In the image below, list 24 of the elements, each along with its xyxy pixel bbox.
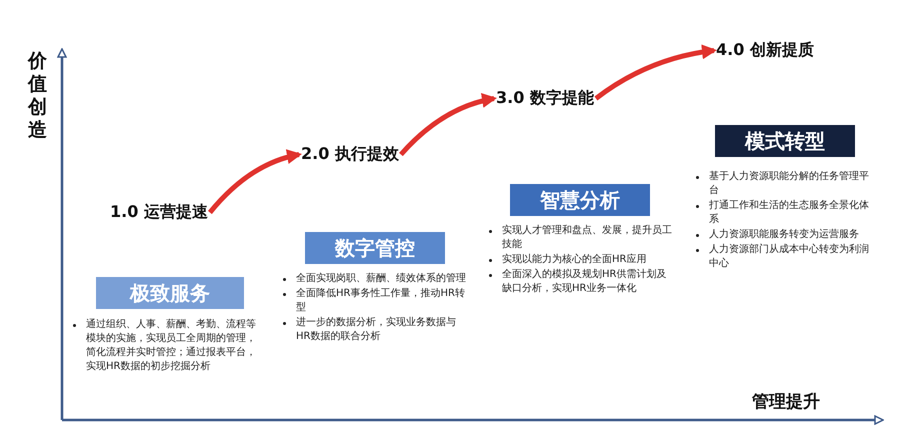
curved-arrow <box>208 150 302 214</box>
curved-arrow <box>399 93 497 156</box>
bullet-text: 打通工作和生活的生态服务全景化体系 <box>709 200 869 225</box>
bullet-text: 实现人才管理和盘点、发展，提升员工技能 <box>502 225 672 250</box>
stage-heading-box: 极致服务 <box>96 277 244 309</box>
axis-label: 价值创造 <box>28 50 48 142</box>
bullet-text: 进一步的数据分析，实现业务数据与HR数据的联合分析 <box>296 317 456 342</box>
stage-heading-box: 模式转型 <box>715 125 855 157</box>
stage-heading-box: 数字管控 <box>305 232 445 264</box>
bullet-text: 通过组织、人事、薪酬、考勤、流程等模块的实施，实现员工全周期的管理，简化流程并实时管控；通过报表平台，实现HR数据的初步挖掘分析 <box>86 319 256 372</box>
stage-title: 1.0 运营提速 <box>110 202 208 223</box>
stage-heading-box: 智慧分析 <box>510 184 650 216</box>
stage-title: 3.0 数字提能 <box>496 88 594 109</box>
stage-title: 2.0 执行提效 <box>301 144 399 165</box>
bullet-text: 人力资源职能服务转变为运营服务 <box>709 229 859 240</box>
curved-arrow <box>594 44 717 101</box>
bullet-text: 实现以能力为核心的全面HR应用 <box>502 254 646 265</box>
bullet-text: 全面深入的模拟及规划HR供需计划及缺口分析，实现HR业务一体化 <box>502 269 666 294</box>
stage-title: 4.0 创新提质 <box>716 40 814 61</box>
bullet-text: 全面降低HR事务性工作量，推动HR转型 <box>296 288 465 313</box>
axis-label: 管理提升 <box>752 391 820 413</box>
bullet-text: 人力资源部门从成本中心转变为利润中心 <box>709 244 869 269</box>
bullet-text: 基于人力资源职能分解的任务管理平台 <box>709 171 869 196</box>
bullet-text: 全面实现岗职、薪酬、绩效体系的管理 <box>296 273 466 284</box>
